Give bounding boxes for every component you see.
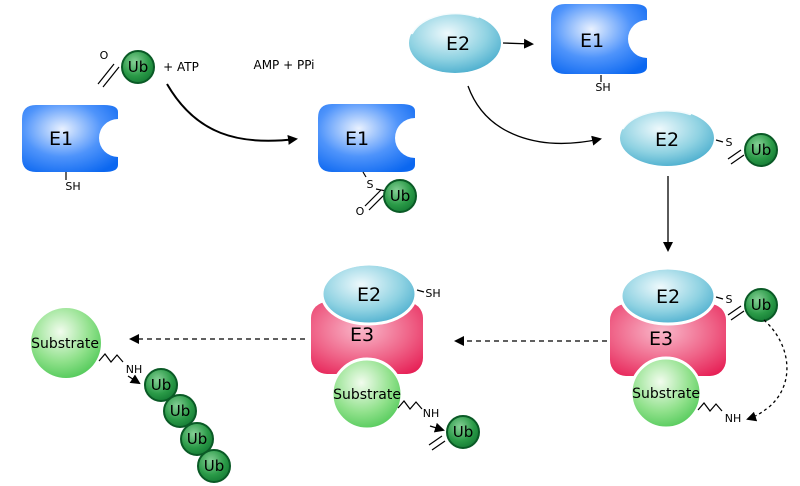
carbonyl-double-bond-line2 (730, 154, 745, 165)
thioester-s-label: S (726, 136, 733, 149)
thioester-bond-upper (362, 171, 367, 178)
atp-label: + ATP (163, 60, 199, 74)
substrate-label: Substrate (31, 336, 99, 352)
carbonyl-double-bond-line2 (730, 310, 745, 321)
thiol-bond (416, 289, 425, 293)
carbonyl-double-bond-line1 (727, 305, 742, 316)
ub-transfer-arc (746, 319, 788, 422)
amp-ppi-label: AMP + PPi (253, 58, 314, 72)
carbonyl-o-label: O (100, 49, 109, 62)
thioester-s-label: S (367, 178, 374, 191)
e1-label: E1 (345, 128, 369, 150)
e2-enzyme-shape-loaded (620, 110, 714, 166)
ub-label: Ub (390, 187, 411, 205)
e2-gloss-highlight (621, 109, 692, 130)
e2-e1-docking-line (502, 38, 534, 49)
step-ub-activation: O Ub + ATP AMP + PPi E1 SH (22, 49, 315, 193)
substrate-shape (629, 356, 703, 430)
carbonyl-double-bond-line2 (102, 66, 120, 88)
ub-label: Ub (751, 141, 772, 159)
e3-label: E3 (649, 328, 673, 350)
ub-label: Ub (128, 58, 149, 76)
e1-notch-highlight (630, 22, 649, 56)
carbonyl-o-label: O (356, 205, 365, 218)
ub-circle-chain-4 (197, 449, 231, 483)
e2-label: E2 (656, 286, 680, 308)
ub-circle-chain-3 (180, 422, 214, 456)
ub-label: Ub (151, 376, 172, 394)
amine-nh-label: NH (725, 412, 742, 425)
e1-enzyme-shape-middle (318, 104, 415, 172)
e3-complex-right: E3 E2 S Ub Substrate NH (610, 266, 788, 430)
e2-gloss-highlight (410, 11, 480, 35)
nh-to-ub-bond-arrow (127, 374, 141, 385)
step-e1-ub-conjugate: E1 S O Ub (318, 104, 417, 218)
e3-label: E3 (350, 324, 374, 346)
carbonyl-double-bond-line1 (364, 189, 382, 207)
polyubiquitinated-substrate: Substrate NH Ub Ub Ub Ub (31, 308, 231, 483)
amine-nh-label: NH (423, 407, 440, 420)
e3-ligase-shape (610, 304, 726, 376)
e2-gloss-highlight (622, 267, 693, 288)
e1-to-e2-transfer-arrow (467, 85, 602, 146)
ub-circle-on-e2 (744, 133, 778, 167)
e1-notch-highlight (101, 121, 120, 155)
thioester-bond (715, 139, 724, 143)
e3-complex-middle: E3 E2 SH Substrate NH Ub (311, 262, 480, 451)
e2-label: E2 (446, 33, 470, 55)
lysine-sidechain-zigzag (98, 353, 124, 363)
e2-gloss-highlight (323, 263, 394, 286)
lysine-sidechain-zigzag (397, 400, 423, 410)
ub-circle-on-e1 (383, 179, 417, 213)
carbonyl-double-bond-line2 (431, 440, 446, 451)
ub-circle-transferring (744, 288, 778, 322)
step-e2-transfer: E2 E1 SH E2 S Ub (409, 4, 778, 167)
e2-label: E2 (655, 129, 679, 151)
substrate-shape (31, 308, 101, 378)
carbonyl-double-bond-line1 (97, 63, 115, 85)
e2-label: E2 (357, 284, 381, 306)
ub-label: Ub (170, 402, 191, 420)
e1-notch-highlight (397, 120, 417, 156)
ub-circle-chain-1 (144, 368, 178, 402)
thioester-bond (715, 296, 724, 300)
substrate-label: Substrate (333, 387, 401, 403)
e2-enzyme-shape-top (409, 13, 501, 73)
substrate-shape (330, 357, 404, 431)
e1-enzyme-shape-right (551, 4, 647, 74)
ub-circle-attached (446, 415, 480, 449)
carbonyl-double-bond-line1 (428, 435, 443, 446)
lysine-sidechain-zigzag (697, 402, 723, 412)
thiol-sh-label: SH (425, 287, 440, 300)
carbonyl-double-bond-line2 (368, 193, 386, 211)
amine-nh-label: NH (126, 363, 143, 376)
thioester-s-label: S (726, 293, 733, 306)
e1-label: E1 (49, 128, 73, 150)
ub-circle-chain-2 (163, 394, 197, 428)
carbonyl-double-bond-line1 (727, 149, 742, 160)
substrate-label: Substrate (632, 386, 700, 402)
e1-label: E1 (580, 30, 604, 52)
ub-label: Ub (453, 423, 474, 441)
thiol-sh-label: SH (65, 180, 80, 193)
e1-enzyme-shape-left (22, 105, 118, 172)
isopeptide-bond-arrow (429, 422, 445, 433)
ub-label: Ub (204, 457, 225, 475)
ub-label: Ub (751, 296, 772, 314)
thiol-sh-label: SH (595, 81, 610, 94)
ub-circle-free (121, 50, 155, 84)
ub-label: Ub (187, 430, 208, 448)
activation-arrow (166, 83, 298, 145)
